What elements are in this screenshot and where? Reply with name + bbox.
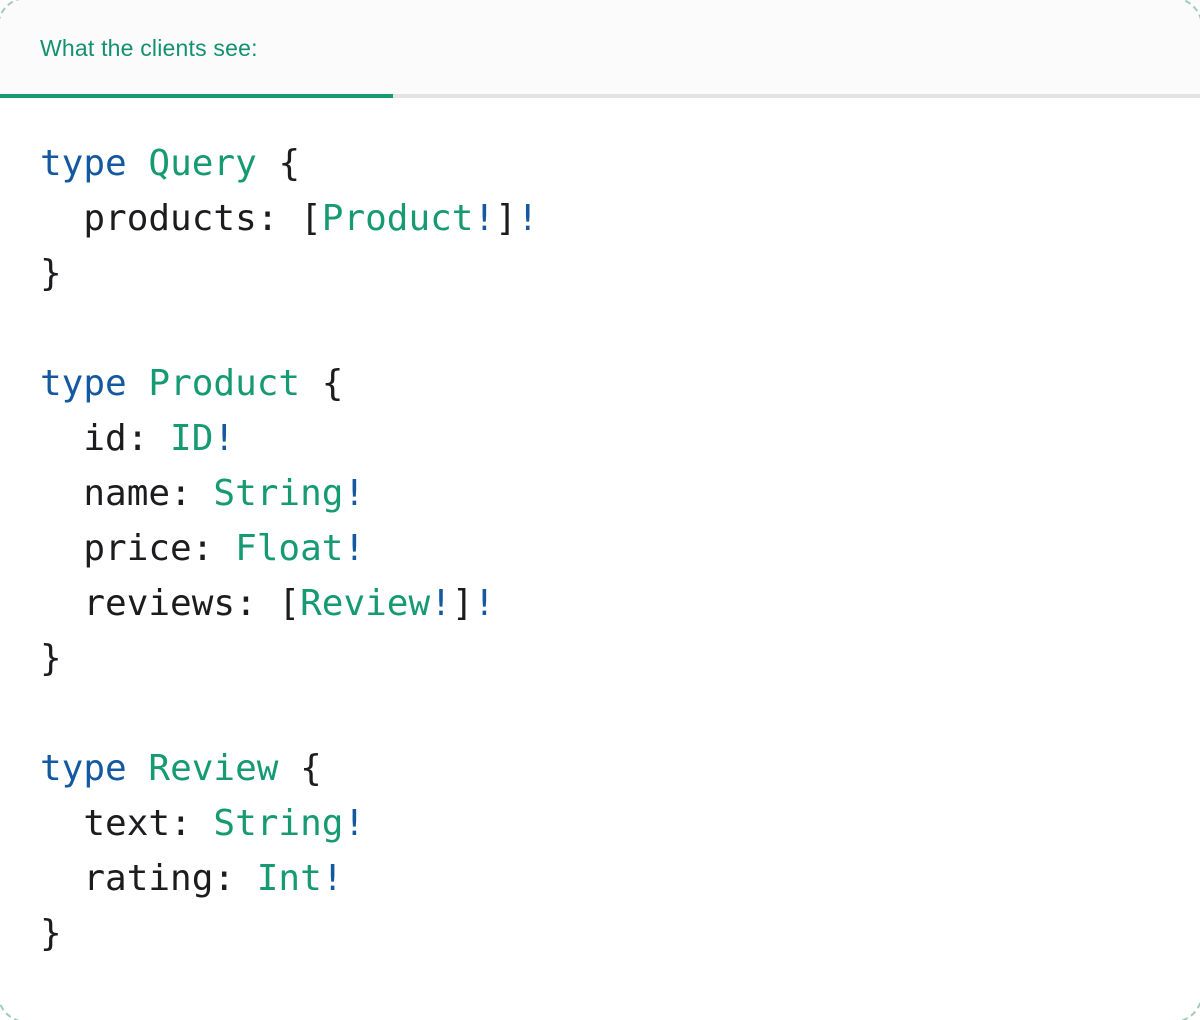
code-token: ! bbox=[343, 528, 366, 569]
code-token: text: bbox=[40, 803, 214, 844]
code-line: id: ID! bbox=[40, 411, 1180, 466]
code-token: ! bbox=[516, 198, 539, 239]
code-token: Query bbox=[148, 143, 257, 184]
code-token: { bbox=[300, 363, 344, 404]
code-token: type bbox=[40, 363, 127, 404]
code-token: name: bbox=[40, 473, 214, 514]
code-token: Review bbox=[148, 748, 279, 789]
code-line: name: String! bbox=[40, 466, 1180, 521]
code-token: ! bbox=[473, 583, 496, 624]
code-token bbox=[127, 748, 149, 789]
code-line: type Query { bbox=[40, 136, 1180, 191]
code-line: reviews: [Review!]! bbox=[40, 576, 1180, 631]
active-tab-underline bbox=[0, 94, 393, 98]
code-line-blank bbox=[40, 301, 1180, 356]
code-token: } bbox=[40, 913, 62, 954]
code-line: price: Float! bbox=[40, 521, 1180, 576]
code-token: reviews: [ bbox=[40, 583, 301, 624]
code-token: ! bbox=[343, 473, 366, 514]
code-token: ID bbox=[170, 418, 214, 459]
code-line: text: String! bbox=[40, 796, 1180, 851]
code-token: ] bbox=[451, 583, 474, 624]
code-token: products: [ bbox=[40, 198, 322, 239]
code-token: { bbox=[256, 143, 301, 184]
code-line: } bbox=[40, 246, 1180, 301]
code-token: ! bbox=[321, 858, 344, 899]
code-token: type bbox=[40, 748, 127, 789]
code-line: } bbox=[40, 631, 1180, 686]
code-token: String bbox=[213, 473, 344, 514]
code-token: String bbox=[213, 803, 344, 844]
code-token: Product bbox=[321, 198, 474, 239]
code-token: Float bbox=[235, 528, 344, 569]
tab-what-clients-see[interactable]: What the clients see: bbox=[40, 34, 258, 62]
code-line: } bbox=[40, 906, 1180, 961]
code-line: type Review { bbox=[40, 741, 1180, 796]
code-token: Review bbox=[300, 583, 431, 624]
code-token bbox=[127, 143, 149, 184]
tab-bar-divider bbox=[0, 94, 1200, 98]
code-token: ! bbox=[473, 198, 496, 239]
code-line-blank bbox=[40, 686, 1180, 741]
code-token: type bbox=[40, 143, 127, 184]
code-token: ! bbox=[430, 583, 452, 624]
code-token: price: bbox=[40, 528, 236, 569]
code-token: } bbox=[40, 253, 62, 294]
tab-label: What the clients see: bbox=[40, 35, 258, 61]
code-token: Product bbox=[148, 363, 301, 404]
code-token: Int bbox=[256, 858, 322, 899]
code-token: ] bbox=[495, 198, 517, 239]
code-token: rating: bbox=[40, 858, 257, 899]
code-line: type Product { bbox=[40, 356, 1180, 411]
code-line: rating: Int! bbox=[40, 851, 1180, 906]
code-token: id: bbox=[40, 418, 171, 459]
code-block: type Query { products: [Product!]! } typ… bbox=[40, 136, 1180, 961]
tab-bar: What the clients see: bbox=[0, 0, 1200, 98]
code-token: } bbox=[40, 638, 62, 679]
code-token: { bbox=[278, 748, 322, 789]
code-line: products: [Product!]! bbox=[40, 191, 1180, 246]
code-token: ! bbox=[213, 418, 236, 459]
code-token bbox=[127, 363, 149, 404]
code-token: ! bbox=[343, 803, 366, 844]
